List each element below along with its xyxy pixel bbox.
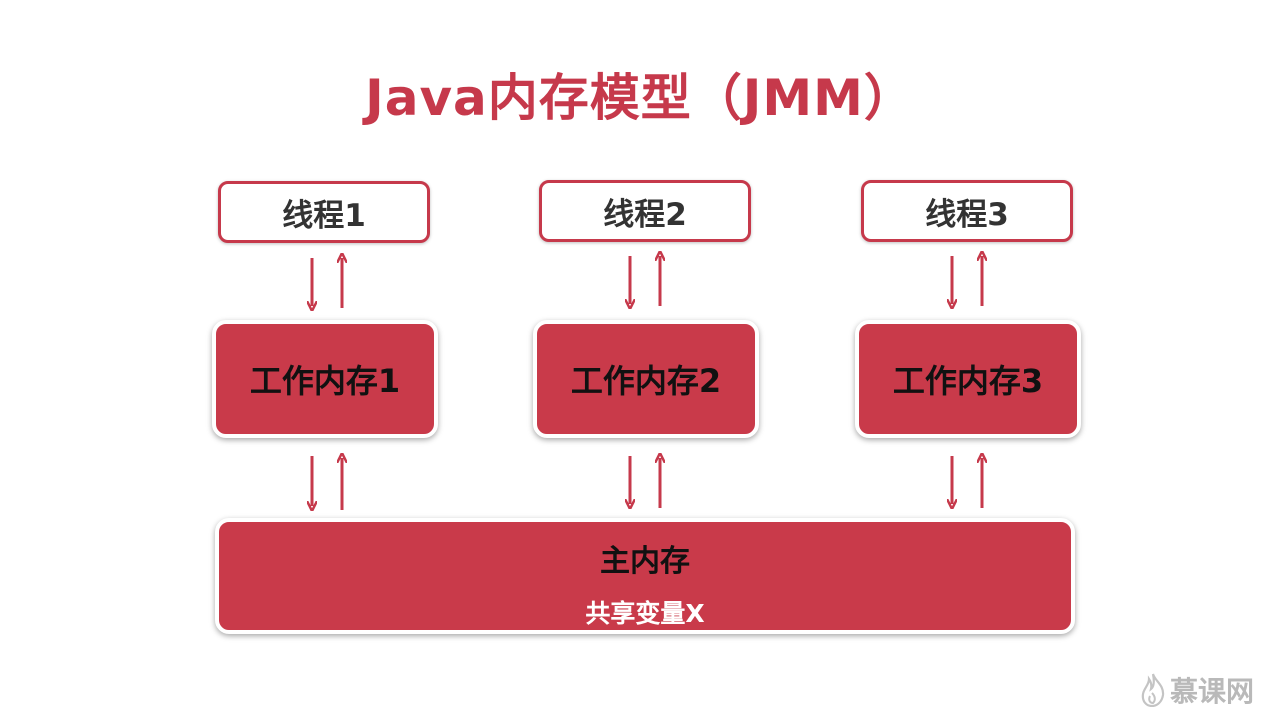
working-memory-box-1: 工作内存1 — [212, 320, 438, 438]
flame-icon — [1141, 673, 1165, 707]
working-memory-box-2: 工作内存2 — [533, 320, 759, 438]
watermark-logo: 慕课网 — [1140, 670, 1270, 710]
shared-variable-label: 共享变量X — [585, 599, 705, 628]
main-memory-box: 主内存 共享变量X — [215, 518, 1075, 634]
watermark-text: 慕课网 — [1170, 675, 1255, 708]
slide-title: Java内存模型（JMM） — [365, 69, 915, 127]
working-memory-box-3: 工作内存3 — [855, 320, 1081, 438]
thread-box-1: 线程1 — [218, 181, 430, 243]
thread-box-2: 线程2 — [539, 180, 751, 242]
thread-box-3: 线程3 — [861, 180, 1073, 242]
main-memory-label: 主内存 — [600, 544, 690, 579]
